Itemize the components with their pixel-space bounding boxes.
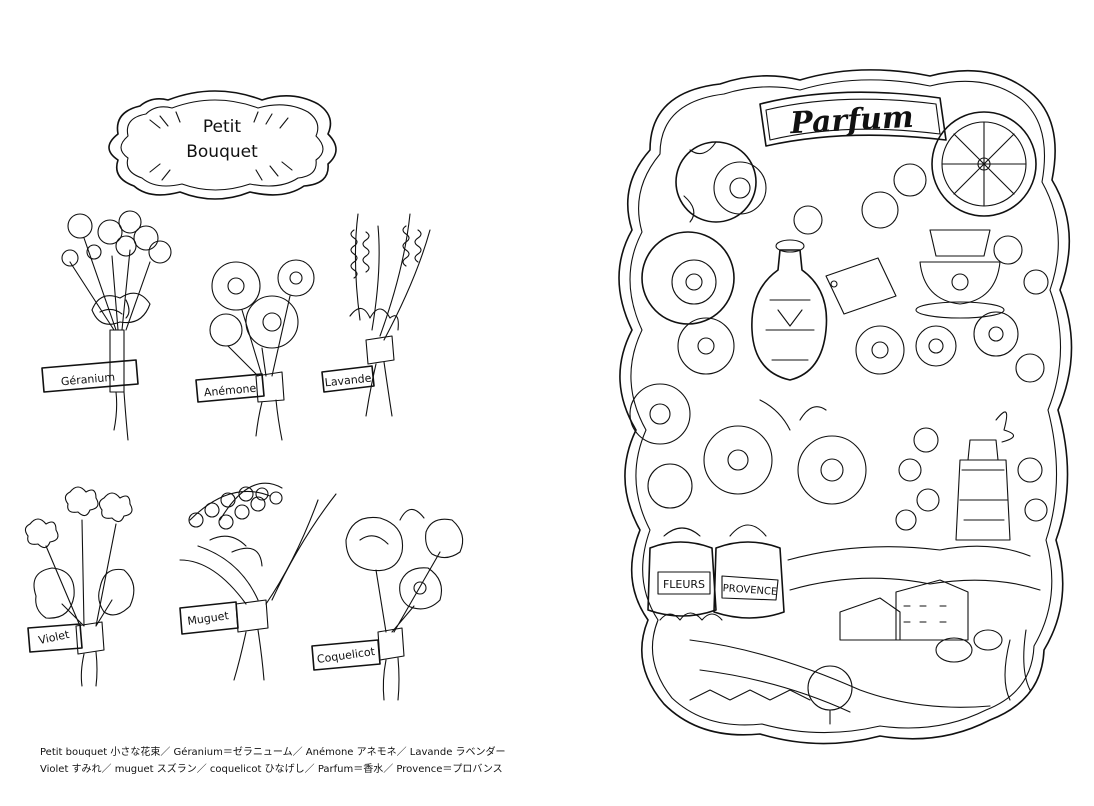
parfum-illustration: Parfum [618, 69, 1073, 745]
caption-line-2: Violet すみれ／ muguet スズラン／ coquelicot ひなげし… [40, 764, 503, 775]
violet-bouquet: Violet [24, 486, 135, 687]
title-petit: Petit [203, 117, 241, 137]
parfum-title: Parfum [788, 100, 914, 141]
geranium-bouquet: Géranium [41, 210, 172, 441]
label-anemone: Anémone [203, 382, 257, 400]
lavande-bouquet: Lavande [321, 213, 431, 417]
muguet-bouquet: Muguet [179, 482, 337, 681]
label-violet: Violet [37, 628, 71, 647]
label-geranium: Géranium [60, 371, 115, 389]
jar-label-provence: PROVENCE [722, 583, 777, 598]
title-bouquet: Bouquet [186, 142, 258, 162]
caption-line-1: Petit bouquet 小さな花束／ Géranium＝ゼラニューム／ An… [40, 747, 506, 758]
coquelicot-bouquet: Coquelicot [311, 508, 464, 701]
label-lavande: Lavande [324, 372, 372, 390]
jar-label-fleurs: FLEURS [663, 578, 705, 591]
label-muguet: Muguet [187, 609, 231, 628]
label-coquelicot: Coquelicot [316, 645, 376, 666]
petit-bouquet-cartouche: Petit Bouquet [108, 90, 337, 200]
anemone-bouquet: Anémone [195, 259, 315, 441]
caption-block: Petit bouquet 小さな花束／ Géranium＝ゼラニューム／ An… [40, 744, 560, 778]
